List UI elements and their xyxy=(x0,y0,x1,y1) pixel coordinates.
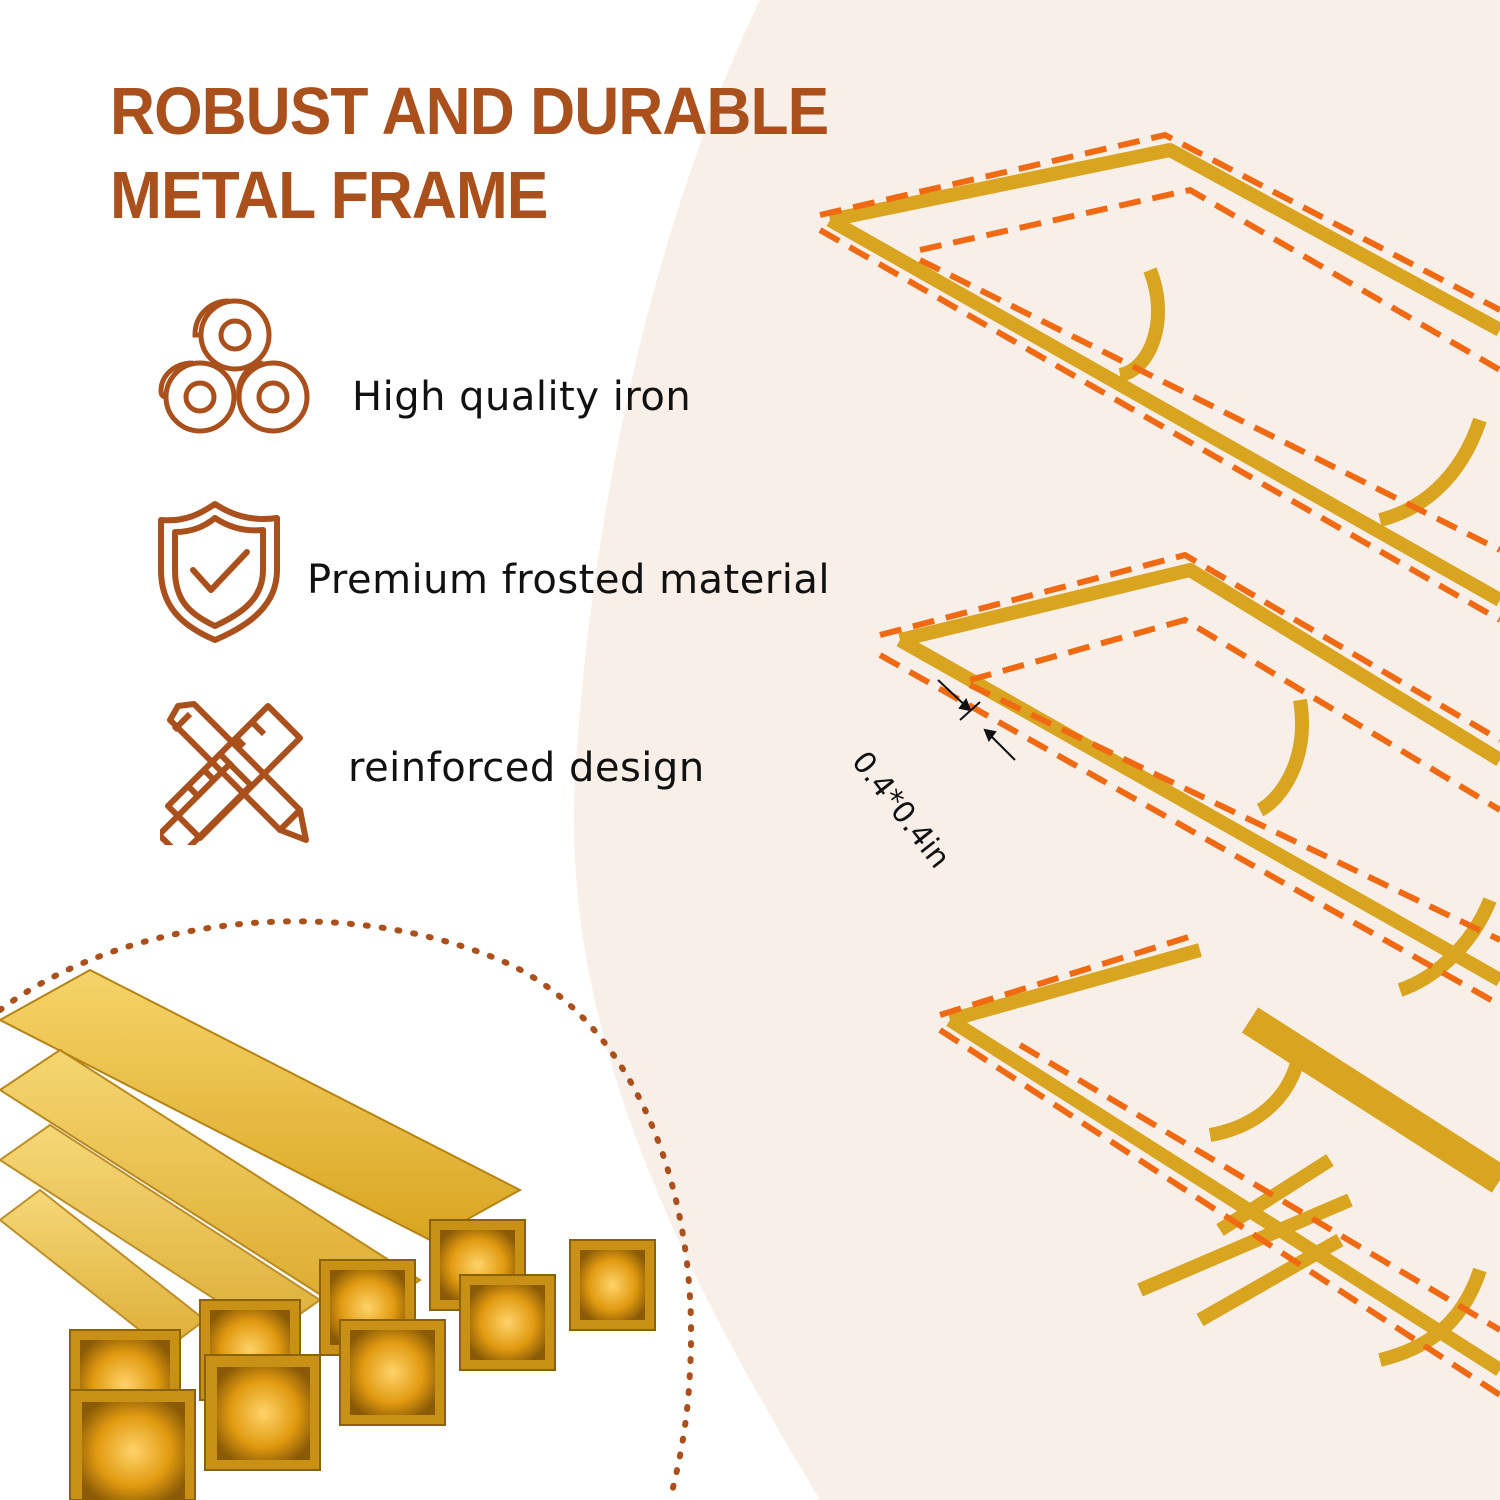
feature-label-frosted: Premium frosted material xyxy=(307,557,831,603)
pencil-ruler-icon xyxy=(160,701,309,845)
gold-rack-illustration xyxy=(818,131,1500,1398)
headline: ROBUST AND DURABLE METAL FRAME xyxy=(110,70,829,238)
feature-label-iron: High quality iron xyxy=(352,374,692,420)
iron-rolls-icon xyxy=(158,298,310,434)
gold-tubes-illustration xyxy=(0,918,695,1500)
feature-label-reinforced: reinforced design xyxy=(348,745,705,791)
headline-line-2: METAL FRAME xyxy=(110,158,548,233)
shield-check-icon xyxy=(158,501,280,643)
headline-line-1: ROBUST AND DURABLE xyxy=(110,74,829,149)
